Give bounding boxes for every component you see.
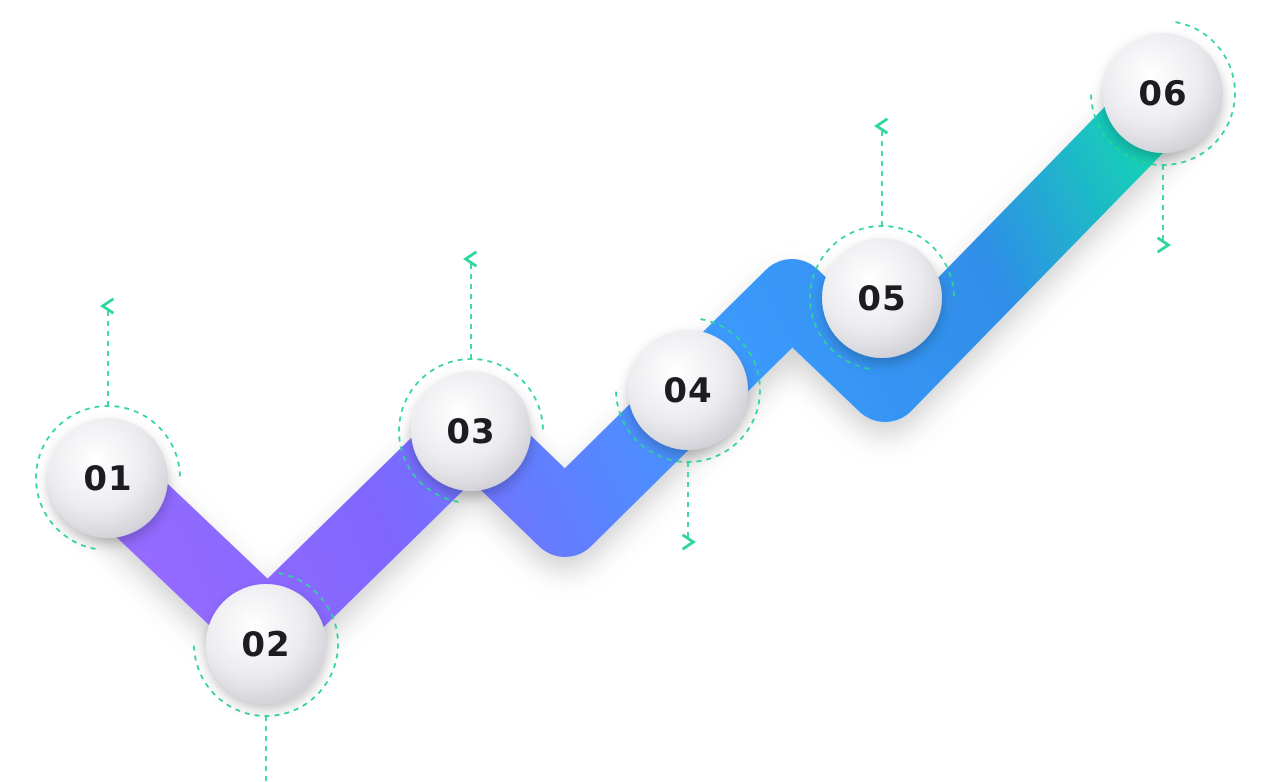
dashed-ring-03 (398, 358, 544, 503)
step-label-03: 03 (446, 412, 495, 452)
dashed-ring-02 (193, 572, 339, 717)
dashed-ring-04 (615, 318, 761, 463)
step-label-06: 06 (1138, 74, 1187, 114)
step-node-01: 01 (35, 297, 181, 550)
step-circle-04 (628, 330, 748, 450)
dashed-ring-01 (35, 405, 181, 550)
step-nodes: 01 02 03 04 05 06 (35, 21, 1236, 782)
step-node-06: 06 (1090, 21, 1236, 254)
dashed-ring-06 (1090, 21, 1236, 166)
step-label-01: 01 (83, 459, 132, 499)
step-node-02: 02 (193, 572, 339, 782)
step-node-03: 03 (398, 250, 544, 503)
step-label-04: 04 (663, 371, 712, 411)
step-label-02: 02 (241, 625, 290, 665)
step-label-05: 05 (857, 279, 906, 319)
step-circle-01 (48, 418, 168, 538)
dashed-ring-05 (809, 225, 955, 370)
step-circle-05 (822, 238, 942, 358)
step-circle-06 (1103, 33, 1223, 153)
step-node-05: 05 (809, 117, 955, 370)
step-node-04: 04 (615, 318, 761, 551)
step-circle-02 (206, 584, 326, 704)
step-circle-03 (411, 371, 531, 491)
